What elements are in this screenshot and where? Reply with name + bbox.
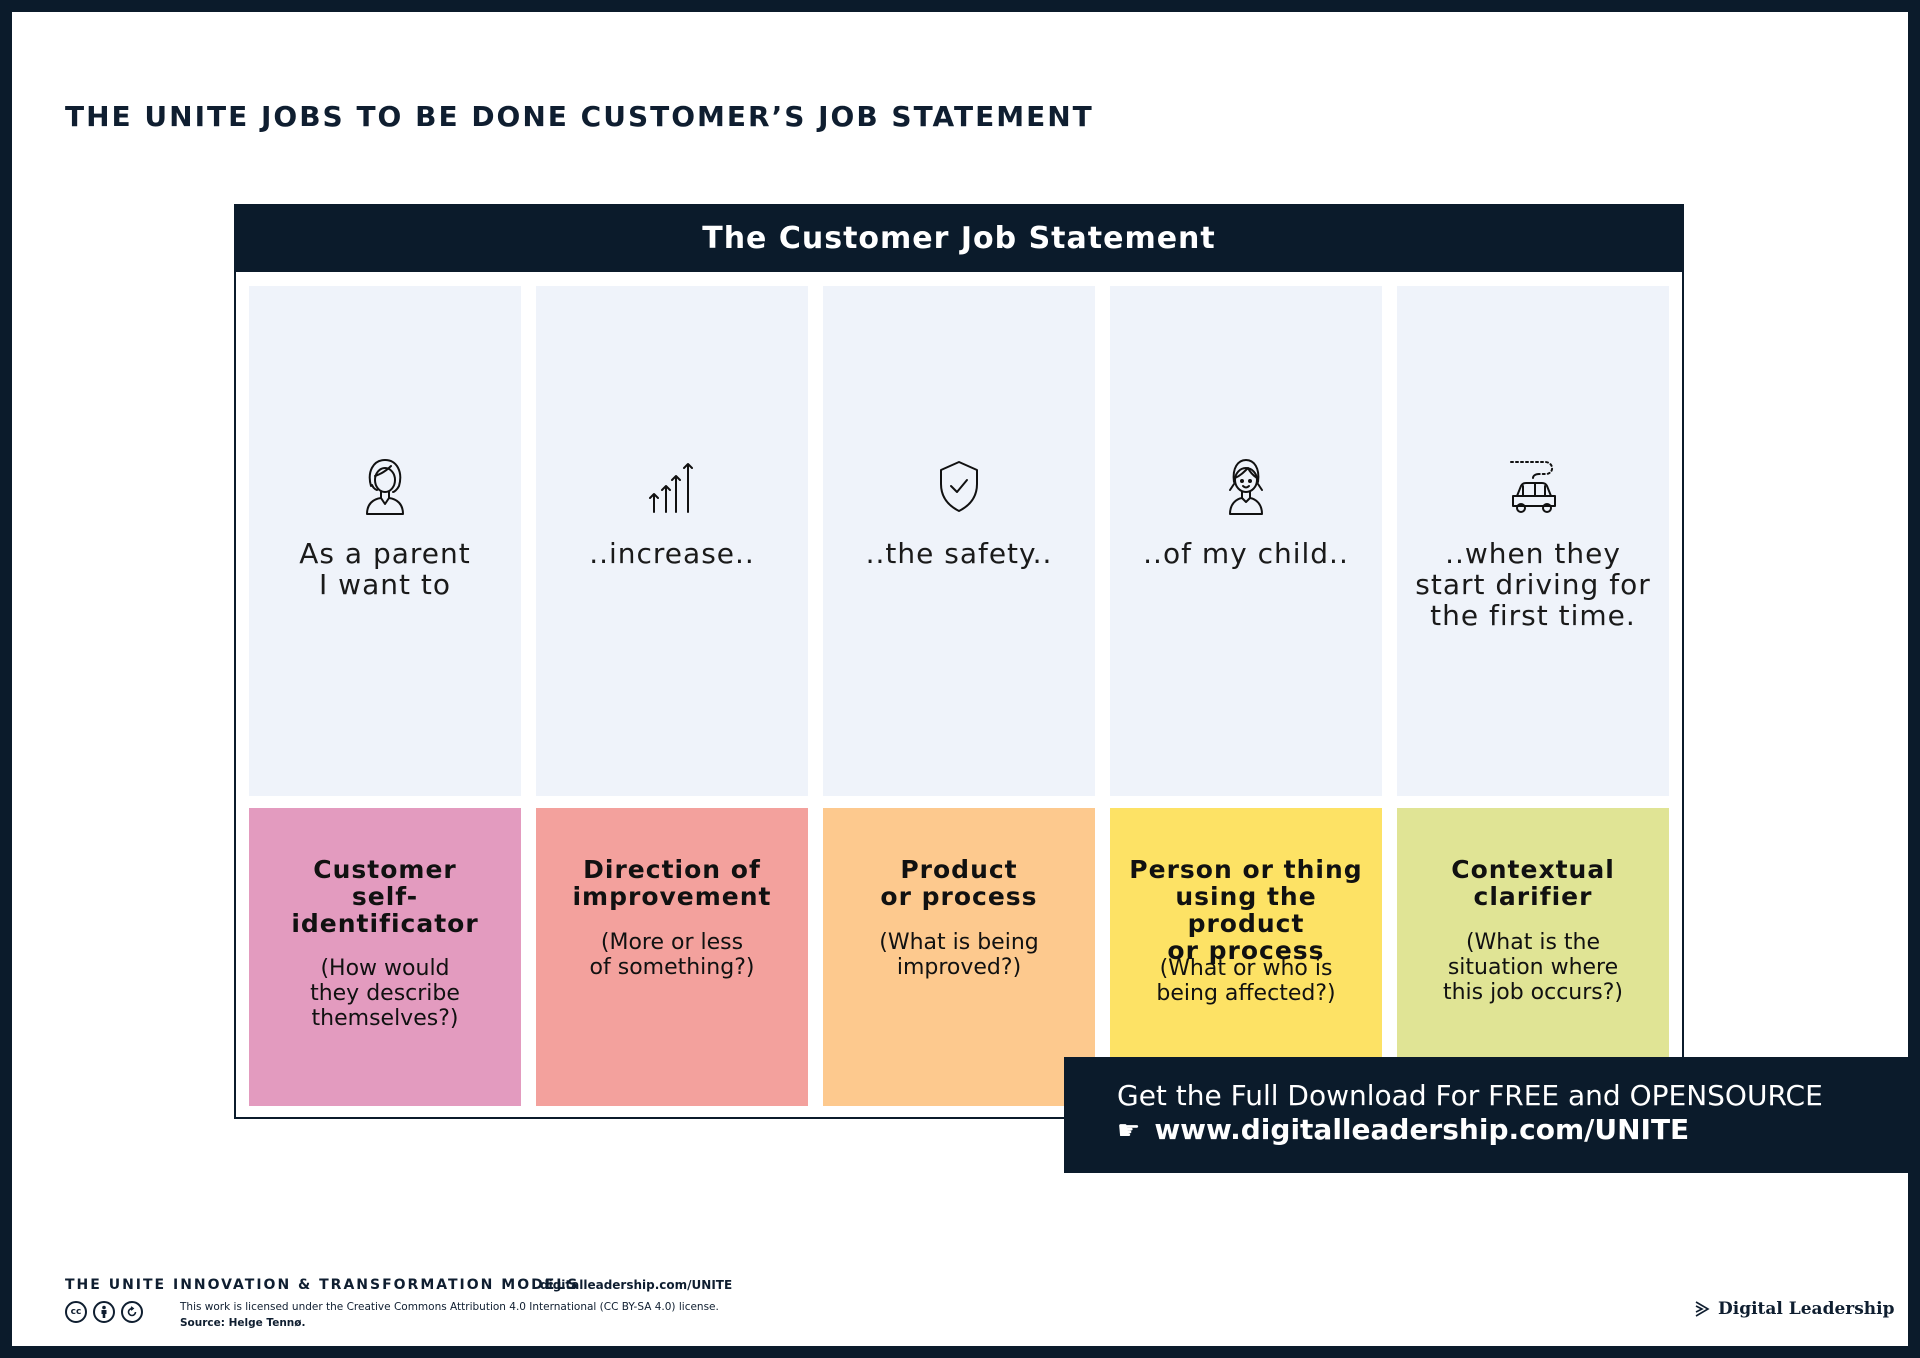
category-question: (What or who is being affected?) [1156, 956, 1336, 1006]
page-title: THE UNITE JOBS TO BE DONE CUSTOMER’S JOB… [65, 100, 1094, 133]
statement-panel-4: ..of my child.. [1110, 286, 1382, 796]
footer-url[interactable]: digitalleadership.com/UNITE [540, 1278, 733, 1292]
category-label: Product or process [880, 855, 1038, 911]
category-label: Person or thing using the product or pro… [1129, 855, 1363, 965]
girl-avatar-icon [1229, 459, 1263, 515]
download-url[interactable]: www.digitalleadership.com/UNITE [1154, 1113, 1690, 1146]
statement-text: As a parent I want to [299, 537, 471, 601]
car-route-icon [1510, 461, 1556, 513]
cc-icons: cc [65, 1301, 143, 1323]
statement-text: ..of my child.. [1143, 537, 1349, 570]
play-arrow-icon [1695, 1301, 1710, 1317]
banner-headline: Get the Full Download For FREE and OPENS… [1117, 1079, 1823, 1112]
statement-text: ..the safety.. [865, 537, 1053, 570]
category-card-4: Person or thing using the product or pro… [1110, 808, 1382, 1106]
statement-panel-1: As a parent I want to [249, 286, 521, 796]
source-text: Source: Helge Tennø. [180, 1317, 306, 1329]
download-link[interactable]: ☛ www.digitalleadership.com/UNITE [1117, 1113, 1689, 1146]
card-header: The Customer Job Statement [236, 206, 1682, 272]
category-card-5: Contextual clarifier (What is the situat… [1397, 808, 1669, 1106]
statement-panel-5: ..when they start driving for the first … [1397, 286, 1669, 796]
brand-name: Digital Leadership [1718, 1299, 1895, 1319]
statement-panel-2: ..increase.. [536, 286, 808, 796]
page: THE UNITE JOBS TO BE DONE CUSTOMER’S JOB… [12, 12, 1908, 1346]
cc-icon: cc [65, 1301, 87, 1323]
footer-title: THE UNITE INNOVATION & TRANSFORMATION MO… [65, 1277, 580, 1293]
download-banner[interactable]: Get the Full Download For FREE and OPENS… [1064, 1057, 1908, 1173]
statement-text: ..increase.. [589, 537, 755, 570]
category-label: Contextual clarifier [1451, 855, 1615, 911]
statement-text: ..when they start driving for the first … [1415, 537, 1651, 632]
arrows-up-icon [649, 463, 693, 513]
category-question: (What is being improved?) [879, 930, 1039, 980]
category-label: Direction of improvement [572, 855, 772, 911]
category-question: (What is the situation where this job oc… [1442, 930, 1624, 1005]
category-card-3: Product or process (What is being improv… [823, 808, 1095, 1106]
brand-logo: Digital Leadership [1694, 1299, 1895, 1319]
pointing-hand-icon: ☛ [1117, 1116, 1141, 1146]
category-question: (How would they describe themselves?) [310, 956, 460, 1031]
category-card-1: Customer self- identificator (How would … [249, 808, 521, 1106]
category-card-2: Direction of improvement (More or less o… [536, 808, 808, 1106]
woman-avatar-icon [366, 459, 404, 515]
shield-check-icon [940, 461, 978, 512]
sa-icon [121, 1301, 143, 1323]
by-icon [93, 1301, 115, 1323]
job-statement-card: The Customer Job Statement As a parent I… [234, 204, 1684, 1119]
category-label: Customer self- identificator [291, 855, 479, 938]
license-text: This work is licensed under the Creative… [180, 1301, 719, 1313]
category-question: (More or less of something?) [589, 930, 755, 980]
statement-panel-3: ..the safety.. [823, 286, 1095, 796]
